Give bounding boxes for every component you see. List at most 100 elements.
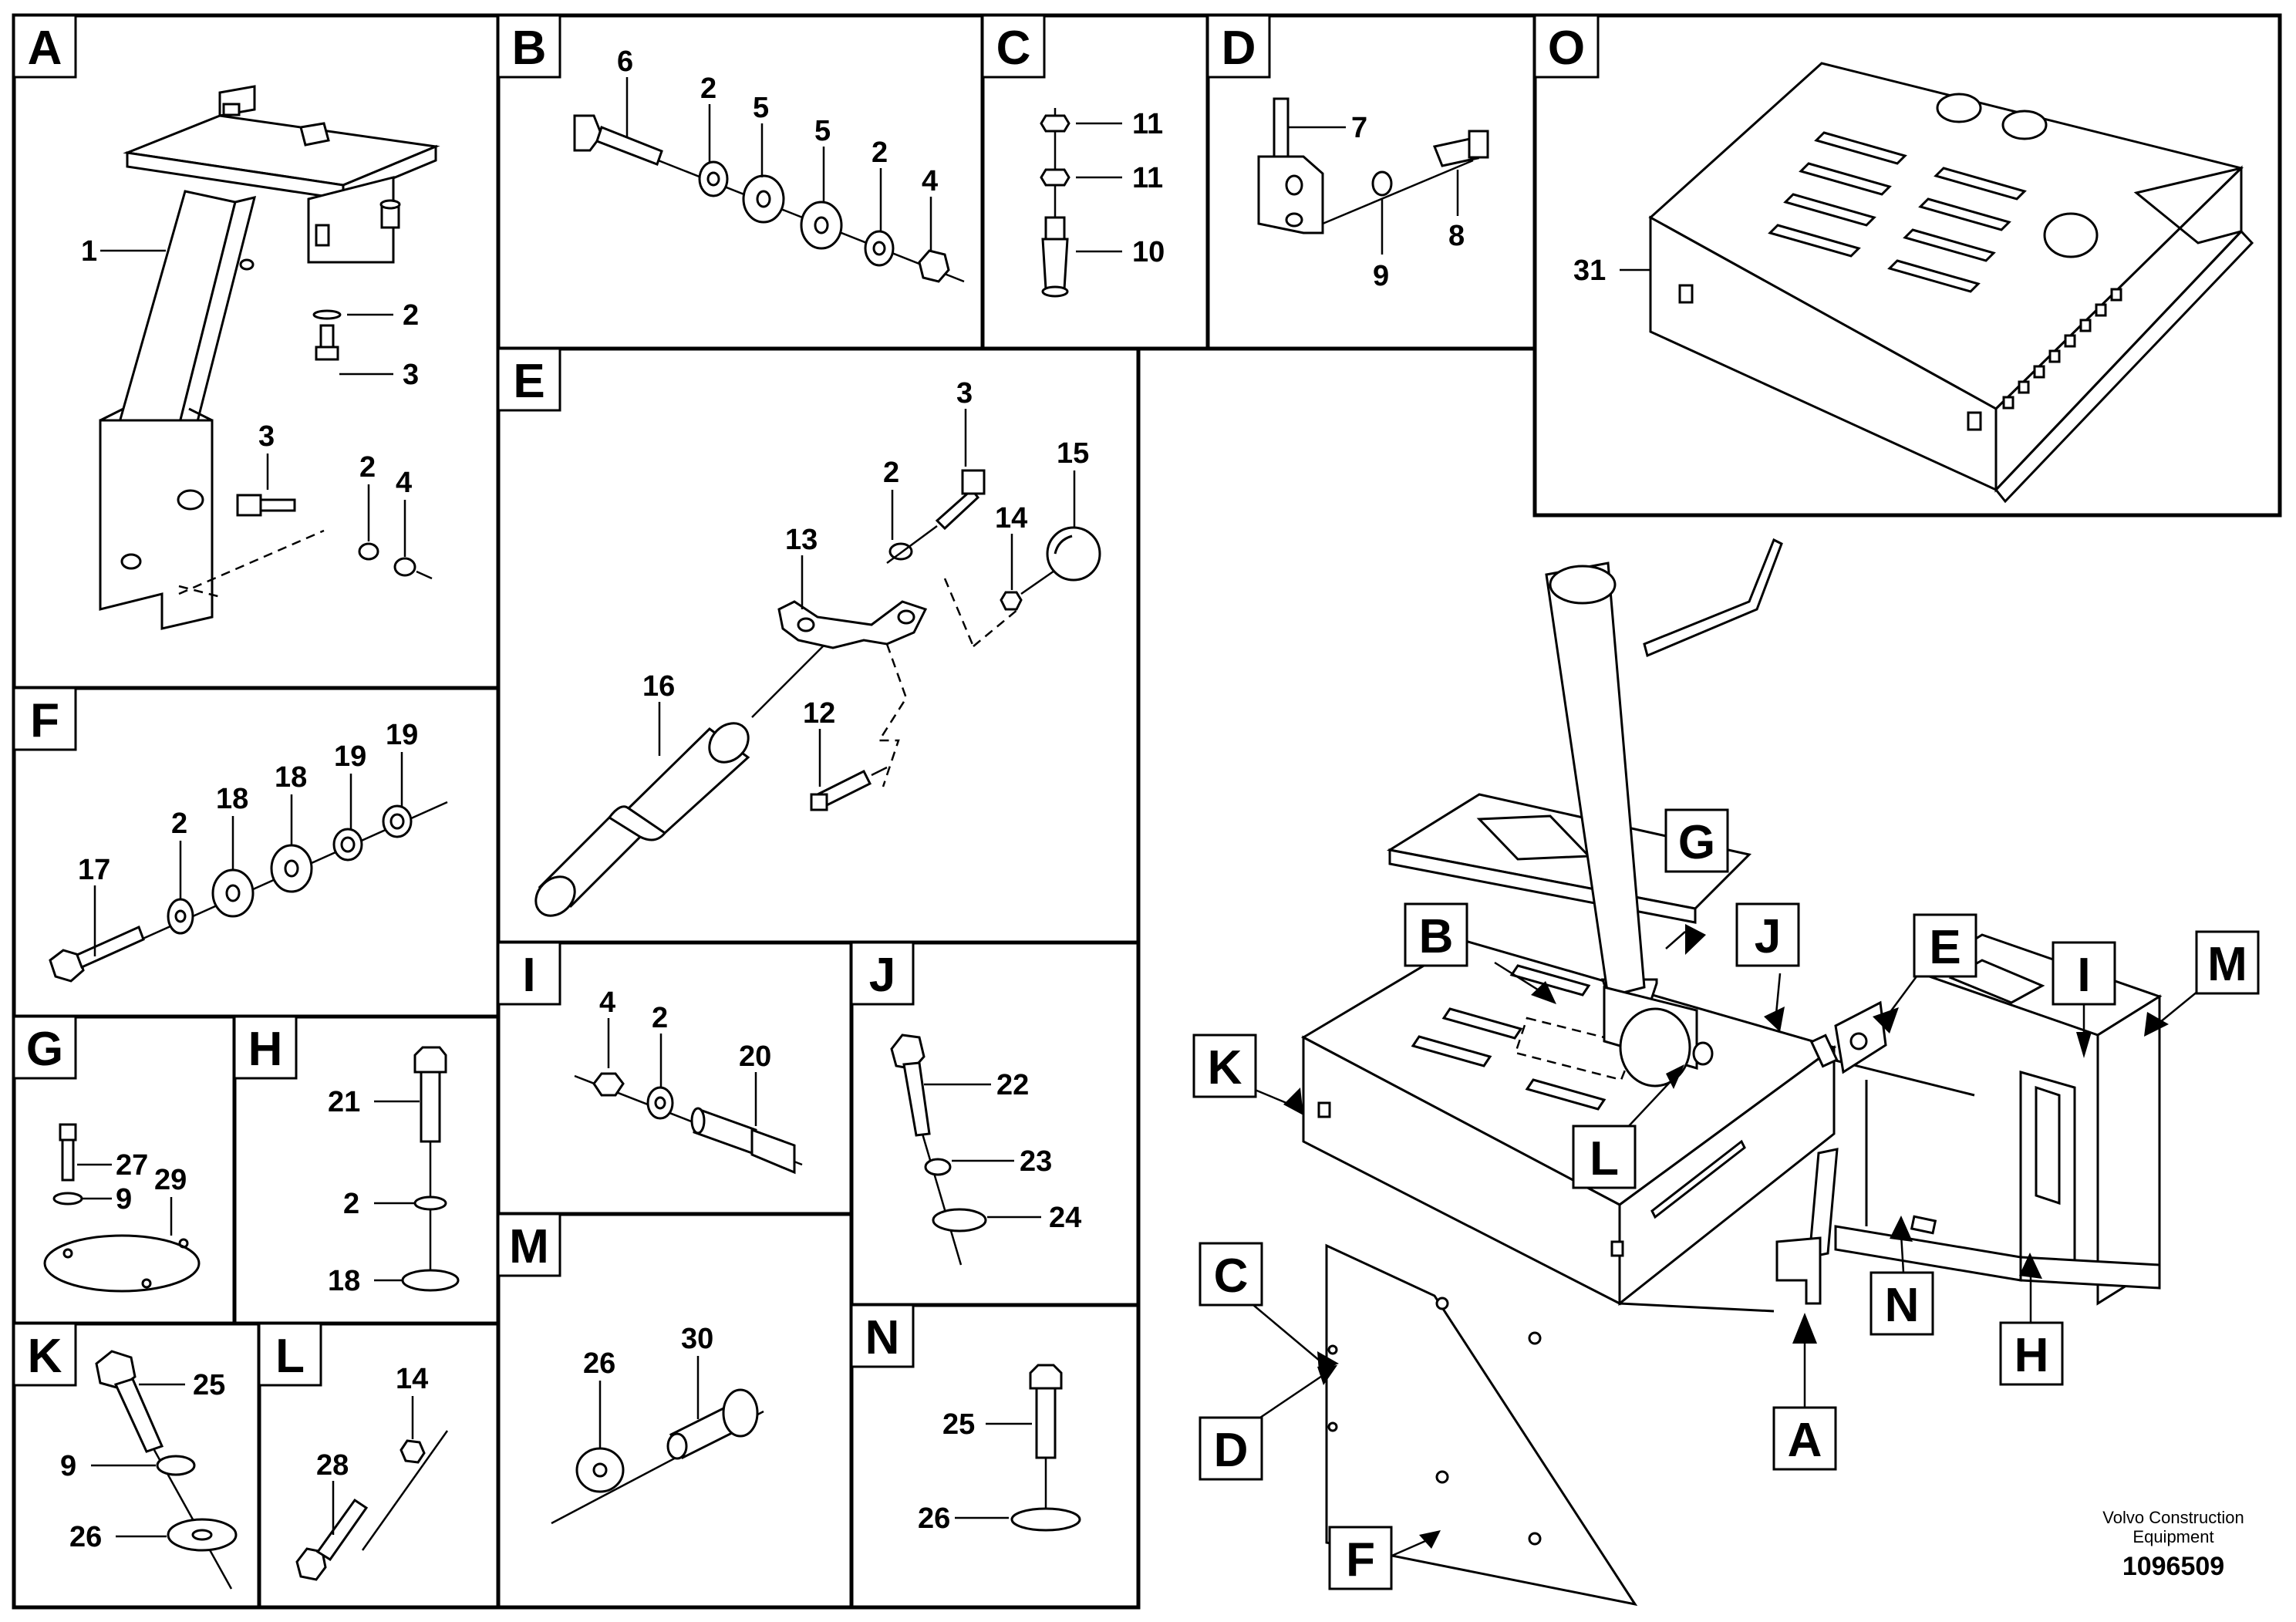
bolt-head (59, 1123, 77, 1141)
panel-B-bolt-stack: 6 2 5 5 2 4 (573, 46, 965, 283)
side-frame-panel (2096, 994, 2161, 1306)
callout-J[interactable]: J (1735, 902, 1800, 1032)
callout-letter: C (1214, 1249, 1249, 1303)
panel-letter: G (26, 1023, 63, 1076)
panel-tag-D: D (1206, 14, 1271, 79)
clip-rod (1273, 97, 1290, 158)
part-number: 23 (1020, 1145, 1052, 1178)
nut (400, 1439, 426, 1464)
nut (393, 557, 416, 577)
part-number: 27 (116, 1149, 148, 1182)
panel-letter: J (869, 949, 895, 1002)
part-number: 20 (739, 1040, 771, 1073)
callout-I[interactable]: I (2052, 941, 2116, 1058)
part-number: 7 (1351, 112, 1367, 144)
part-number: 19 (334, 740, 366, 773)
bolt-head (750, 1128, 796, 1175)
panel-M-pin: 26 30 (551, 1323, 764, 1525)
nut (1000, 591, 1023, 611)
washer (698, 160, 729, 197)
callout-A[interactable]: A (1772, 1313, 1837, 1471)
part-number: 16 (642, 670, 675, 703)
part-number: 4 (922, 165, 938, 197)
part-number: 11 (1132, 108, 1163, 140)
part-number: 9 (60, 1450, 76, 1482)
panel-G-disc: 27 9 29 (43, 1123, 201, 1293)
bolt-head (573, 114, 603, 152)
callout-G[interactable]: G (1664, 808, 1729, 955)
callout-K[interactable]: K (1192, 1034, 1303, 1115)
callout-D[interactable]: D (1199, 1365, 1337, 1481)
part-number: 1 (81, 235, 97, 268)
spacer (1010, 1507, 1081, 1532)
bolt-head (413, 1046, 447, 1074)
part-number: 5 (753, 92, 769, 124)
cover-vents (1411, 964, 1607, 1111)
washer (156, 1455, 196, 1476)
hood-slots (2002, 288, 2122, 410)
bolt-shank (902, 1061, 931, 1137)
callout-H[interactable]: H (1999, 1253, 2064, 1386)
main-assembly-drawing (1300, 538, 2163, 1607)
callout-letter: D (1214, 1424, 1249, 1477)
callout-E[interactable]: E (1873, 913, 1977, 1034)
bolt (319, 324, 335, 350)
panel-letter: N (865, 1311, 900, 1364)
callout-M[interactable]: M (2144, 930, 2260, 1037)
panel-letter: K (28, 1330, 62, 1383)
panel-tag-G: G (12, 1015, 77, 1080)
callout-letter: H (2014, 1329, 2049, 1382)
part-number: 5 (814, 115, 831, 147)
pin-body (1041, 238, 1069, 291)
spacer (742, 174, 785, 224)
part-number: 3 (403, 359, 419, 391)
bolt-head (49, 949, 85, 983)
panel-tag-E: E (497, 347, 561, 412)
callout-letter: I (2077, 949, 2090, 1002)
part-number: 21 (328, 1086, 360, 1118)
washer (167, 898, 194, 935)
part-number: 24 (1049, 1202, 1081, 1234)
pin-head (722, 1388, 759, 1438)
part-number: 2 (403, 299, 419, 332)
panel-tag-N: N (850, 1303, 915, 1368)
part-number: 13 (785, 524, 818, 556)
part-number: 14 (995, 502, 1027, 534)
part-number: 3 (956, 377, 973, 410)
hood-vents (1768, 131, 2027, 293)
panel-tag-C: C (981, 14, 1046, 79)
panel-letter: B (512, 22, 547, 75)
bolt-head (95, 1350, 137, 1390)
callout-B[interactable]: B (1404, 902, 1556, 1004)
part-number: 2 (343, 1188, 359, 1220)
panel-tag-B: B (497, 14, 561, 79)
panel-O-cover-hood: 31 (1573, 62, 2254, 504)
nut (592, 1072, 625, 1097)
washer (575, 1447, 625, 1493)
part-number: 25 (193, 1369, 225, 1401)
callout-N[interactable]: N (1870, 1216, 1934, 1336)
panel-letter: D (1222, 22, 1256, 75)
panel-F-bolt-stack: 19 17 2 18 18 19 (49, 719, 448, 983)
part-number: 26 (69, 1521, 102, 1553)
nut (332, 828, 363, 862)
washer (312, 309, 342, 320)
nut (1040, 168, 1070, 187)
part-number: 9 (116, 1183, 132, 1216)
callout-C[interactable]: C (1199, 1242, 1339, 1371)
part-number: 2 (883, 457, 899, 489)
panel-I-bolt-stack: 4 2 20 (574, 986, 803, 1175)
bolt-shank (420, 1071, 441, 1143)
washer (864, 230, 895, 267)
callout-L[interactable]: L (1572, 1064, 1684, 1189)
panel-letter: C (996, 22, 1031, 75)
spacer (211, 868, 255, 918)
arm-sleeve (99, 419, 214, 630)
callout-F[interactable]: F (1328, 1526, 1441, 1590)
part-number: 4 (396, 467, 412, 499)
part-number: 2 (359, 451, 376, 484)
part-number: 2 (872, 137, 888, 169)
panel-letter: L (275, 1330, 305, 1383)
bolt-shank (595, 126, 663, 166)
bolt-shank (76, 925, 145, 969)
